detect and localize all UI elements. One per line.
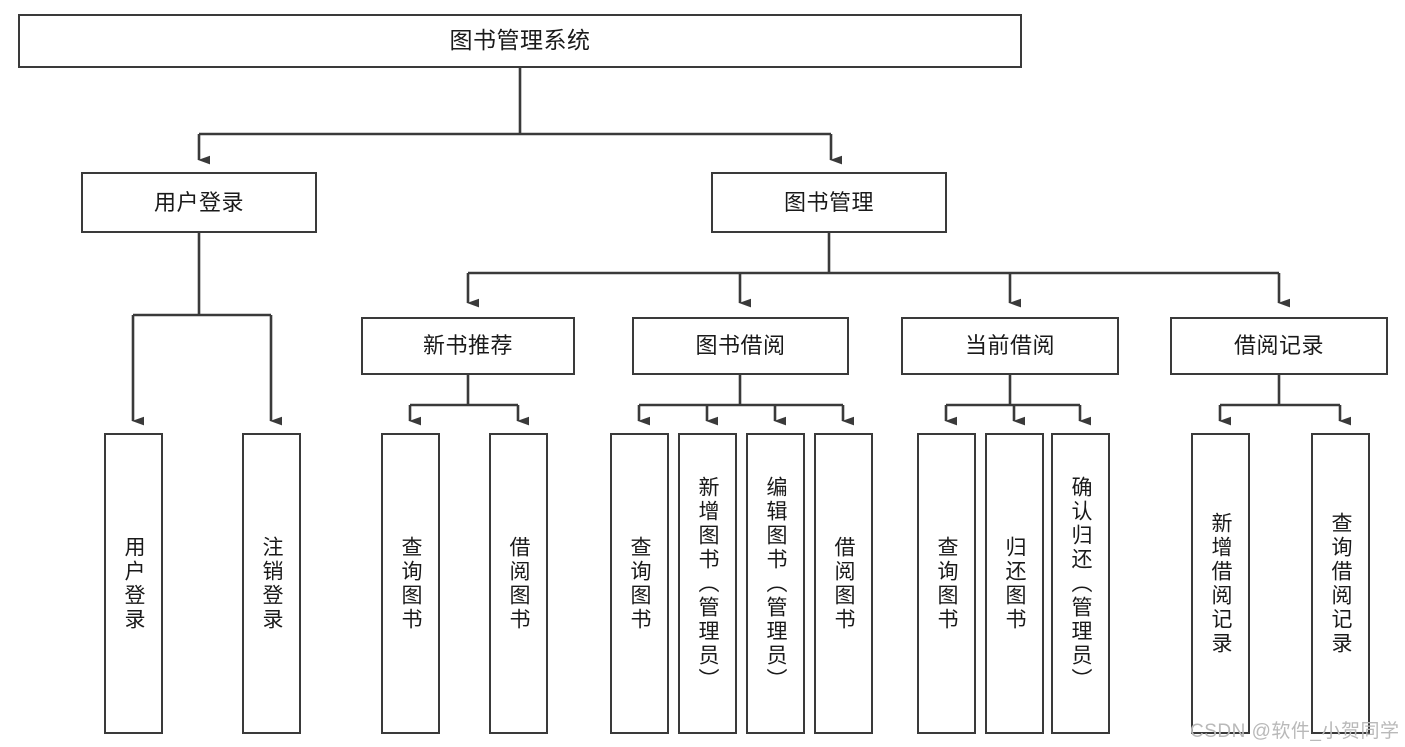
node-label: 查询借阅记录: [1329, 511, 1352, 656]
node-book-management[interactable]: 图书管理: [711, 172, 947, 233]
node-label: 借阅图书: [832, 535, 855, 632]
node-label: 注销登录: [260, 535, 283, 632]
node-label: 归还图书: [1003, 535, 1026, 632]
node-label: 用户登录: [153, 189, 244, 215]
leaf-new-book-query-books[interactable]: 查询图书: [381, 433, 440, 734]
node-new-book-recommendation[interactable]: 新书推荐: [361, 317, 575, 375]
leaf-book-borrow-edit-book-admin[interactable]: 编辑图书（管理员）: [746, 433, 805, 734]
node-current-borrowing[interactable]: 当前借阅: [901, 317, 1119, 375]
node-borrowing-records[interactable]: 借阅记录: [1170, 317, 1388, 375]
node-label: 当前借阅: [964, 333, 1055, 359]
leaf-user-login-logout[interactable]: 注销登录: [242, 433, 301, 734]
node-label: 编辑图书（管理员）: [764, 475, 787, 692]
leaf-current-borrow-return-books[interactable]: 归还图书: [985, 433, 1044, 734]
node-label: 查询图书: [628, 535, 651, 632]
node-label: 用户登录: [122, 535, 145, 632]
node-label: 查询图书: [935, 535, 958, 632]
node-user-login[interactable]: 用户登录: [81, 172, 317, 233]
leaf-book-borrow-borrow-books[interactable]: 借阅图书: [814, 433, 873, 734]
leaf-book-borrow-query-books[interactable]: 查询图书: [610, 433, 669, 734]
leaf-borrow-record-query-record[interactable]: 查询借阅记录: [1311, 433, 1370, 734]
node-label: 确认归还（管理员）: [1069, 475, 1092, 692]
leaf-current-borrow-query-books[interactable]: 查询图书: [917, 433, 976, 734]
node-book-borrowing[interactable]: 图书借阅: [632, 317, 849, 375]
node-root-book-management-system[interactable]: 图书管理系统: [18, 14, 1022, 68]
csdn-watermark: CSDN @软件_小贺同学: [1190, 721, 1400, 742]
node-label: 借阅记录: [1233, 333, 1324, 359]
node-label: 新书推荐: [422, 333, 513, 359]
leaf-borrow-record-add-record[interactable]: 新增借阅记录: [1191, 433, 1250, 734]
leaf-book-borrow-add-book-admin[interactable]: 新增图书（管理员）: [678, 433, 737, 734]
node-label: 借阅图书: [507, 535, 530, 632]
node-label: 新增图书（管理员）: [696, 475, 719, 692]
leaf-new-book-borrow-books[interactable]: 借阅图书: [489, 433, 548, 734]
node-label: 图书管理系统: [449, 27, 591, 54]
node-label: 查询图书: [399, 535, 422, 632]
leaf-current-borrow-confirm-return-admin[interactable]: 确认归还（管理员）: [1051, 433, 1110, 734]
node-label: 图书管理: [783, 189, 874, 215]
leaf-user-login-login[interactable]: 用户登录: [104, 433, 163, 734]
node-label: 新增借阅记录: [1209, 511, 1232, 656]
node-label: 图书借阅: [695, 333, 786, 359]
